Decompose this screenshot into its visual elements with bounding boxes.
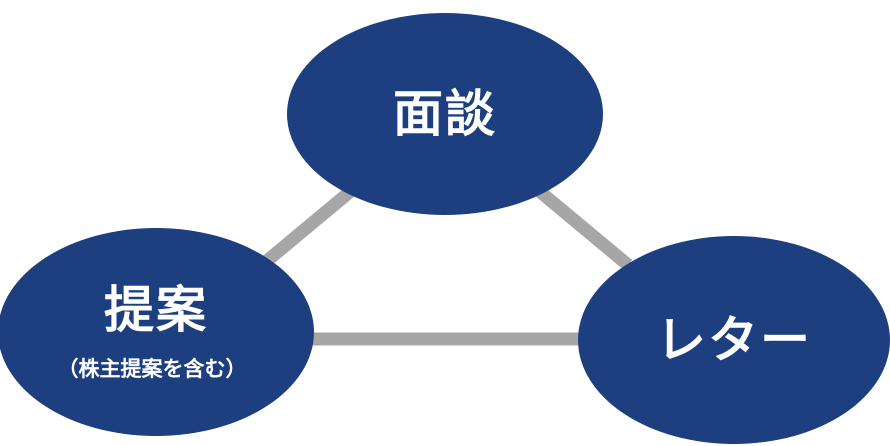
node-proposal-sublabel: （株主提案を含む） <box>58 357 247 381</box>
node-interview: 面談 <box>287 13 603 215</box>
node-proposal-label: 提案 <box>104 281 208 339</box>
connector-top-left <box>257 185 357 270</box>
node-letter-shape <box>578 236 890 444</box>
node-letter-label: レター <box>656 311 812 369</box>
node-letter: レター <box>578 236 890 444</box>
connector-top-right <box>533 185 633 270</box>
node-proposal: 提案 （株主提案を含む） <box>0 228 314 436</box>
node-proposal-shape <box>0 228 314 436</box>
node-interview-shape <box>287 13 603 215</box>
node-interview-label: 面談 <box>393 85 497 143</box>
